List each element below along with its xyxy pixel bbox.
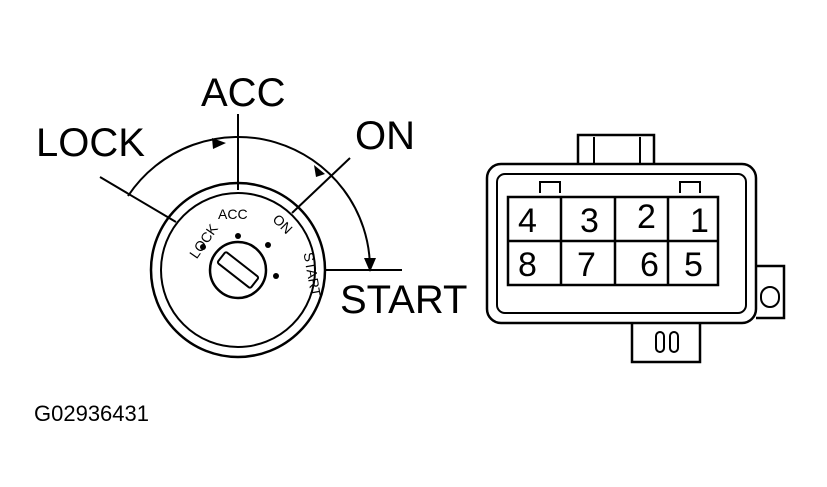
pin-1: 1 — [690, 202, 709, 240]
on-position-dot — [265, 242, 271, 248]
ignition-switch: LOCK ACC ON START ACC LOCK ON START — [36, 71, 467, 359]
pin-3: 3 — [580, 202, 599, 240]
label-acc: ACC — [201, 71, 285, 115]
connector-side-tab — [756, 264, 786, 320]
dial-label-start: START — [301, 251, 325, 298]
key-cylinder — [208, 240, 268, 300]
connector-inner-frame — [496, 173, 747, 314]
label-on: ON — [355, 114, 415, 158]
dial-label-acc: ACC — [218, 206, 248, 222]
connector-latch — [576, 133, 656, 164]
connector-housing — [485, 162, 758, 325]
arc-arrow-on — [314, 165, 325, 177]
connector-bottom-tab — [630, 323, 702, 364]
switch-inner-ring — [160, 192, 316, 348]
pin-8: 8 — [518, 246, 537, 284]
label-lock: LOCK — [36, 121, 145, 165]
pin-5: 5 — [684, 246, 703, 284]
rotation-arc — [127, 135, 371, 269]
terminal-grid — [506, 195, 720, 287]
pin-7: 7 — [577, 246, 596, 284]
lock-leader-line — [99, 176, 177, 223]
switch-connector: 4 3 2 1 8 7 6 5 — [485, 133, 786, 364]
pin-4: 4 — [518, 202, 537, 240]
arc-arrow-acc — [212, 138, 226, 149]
start-position-dot — [273, 273, 279, 279]
label-start: START — [340, 278, 467, 322]
pin-2: 2 — [637, 198, 656, 236]
lock-position-dot — [200, 244, 206, 250]
arc-arrow-start — [364, 258, 376, 272]
figure-code: G02936431 — [34, 401, 149, 426]
dial-label-lock: LOCK — [186, 220, 221, 261]
acc-position-dot — [235, 233, 241, 239]
pin-6: 6 — [640, 246, 659, 284]
on-leader-line — [291, 157, 351, 214]
